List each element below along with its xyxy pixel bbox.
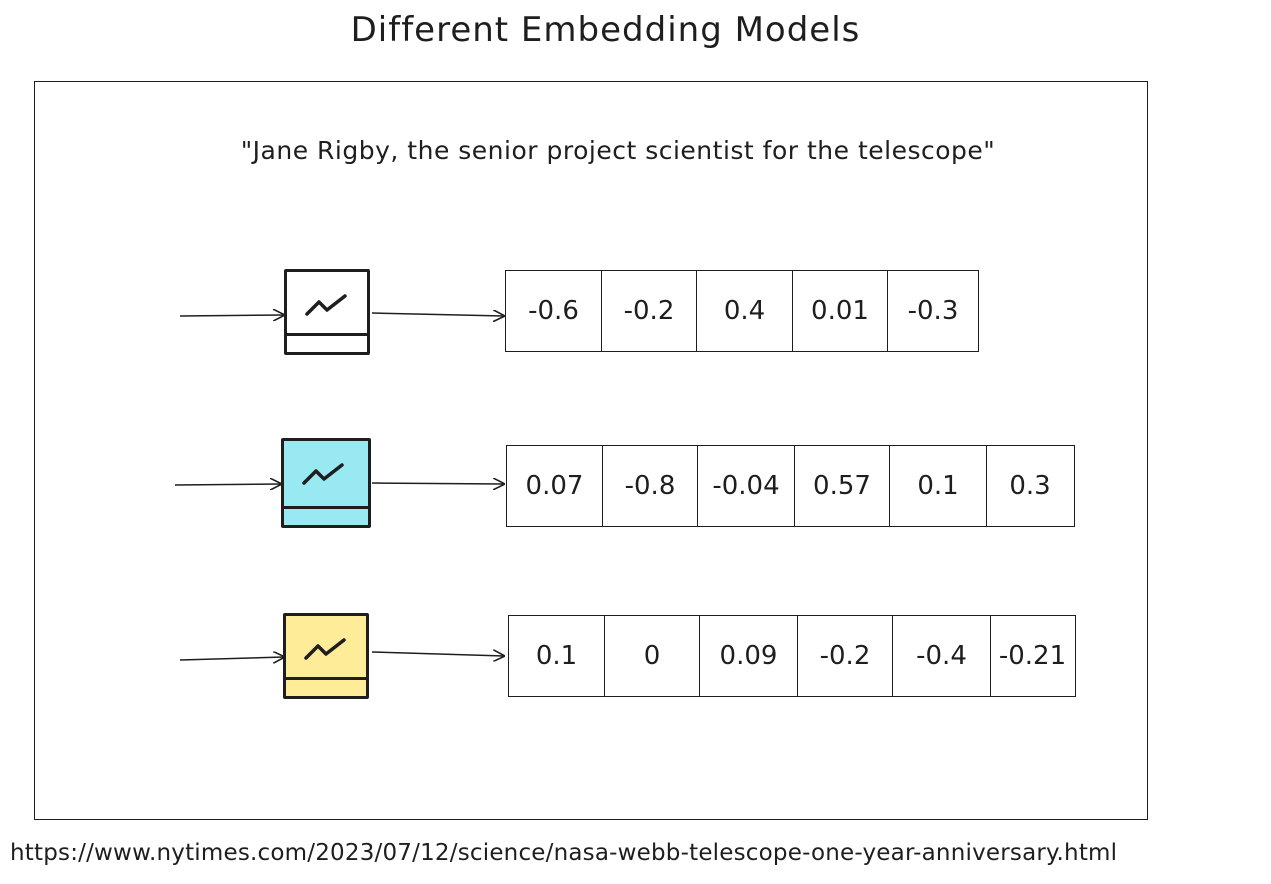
vector-cell: 0.1 [508,615,605,697]
vector-cell: -0.21 [989,615,1076,697]
diagram-title: Different Embedding Models [350,10,861,50]
input-arrow-model-2 [174,484,281,485]
embedding-vector-1: -0.6 -0.2 0.4 0.01 -0.3 [505,270,979,352]
vector-cell: -0.4 [892,615,991,697]
model-base-band [284,506,368,525]
diagram-frame [34,81,1148,820]
vector-cell: -0.2 [600,270,698,352]
vector-cell: 0.3 [985,445,1075,527]
vector-cell: 0.1 [889,445,987,527]
input-sentence: "Jane Rigby, the senior project scientis… [240,136,996,165]
vector-cell: 0.57 [793,445,891,527]
model-base-band [286,677,366,696]
input-arrow-model-3 [179,657,284,660]
vector-cell: 0.01 [791,270,889,352]
vector-cell: -0.6 [505,270,602,352]
vector-cell: -0.04 [697,445,795,527]
vector-cell: 0.07 [506,445,603,527]
vector-cell: 0.4 [696,270,793,352]
vector-cell: -0.8 [601,445,699,527]
output-arrow-model-1 [371,313,504,316]
vector-cell: 0 [603,615,701,697]
embedding-model-1 [284,269,370,355]
embedding-model-2 [281,438,371,528]
vector-cell: -0.3 [887,270,979,352]
input-arrow-model-1 [179,315,284,316]
embedding-vector-2: 0.07 -0.8 -0.04 0.57 0.1 0.3 [506,445,1075,527]
vector-cell: -0.2 [796,615,894,697]
model-base-band [287,333,367,352]
source-url[interactable]: https://www.nytimes.com/2023/07/12/scien… [10,840,1118,866]
output-arrow-model-3 [371,652,504,656]
vector-cell: 0.09 [699,615,798,697]
output-arrow-model-2 [371,483,504,484]
embedding-model-3 [283,613,369,699]
embedding-vector-3: 0.1 0 0.09 -0.2 -0.4 -0.21 [508,615,1076,697]
